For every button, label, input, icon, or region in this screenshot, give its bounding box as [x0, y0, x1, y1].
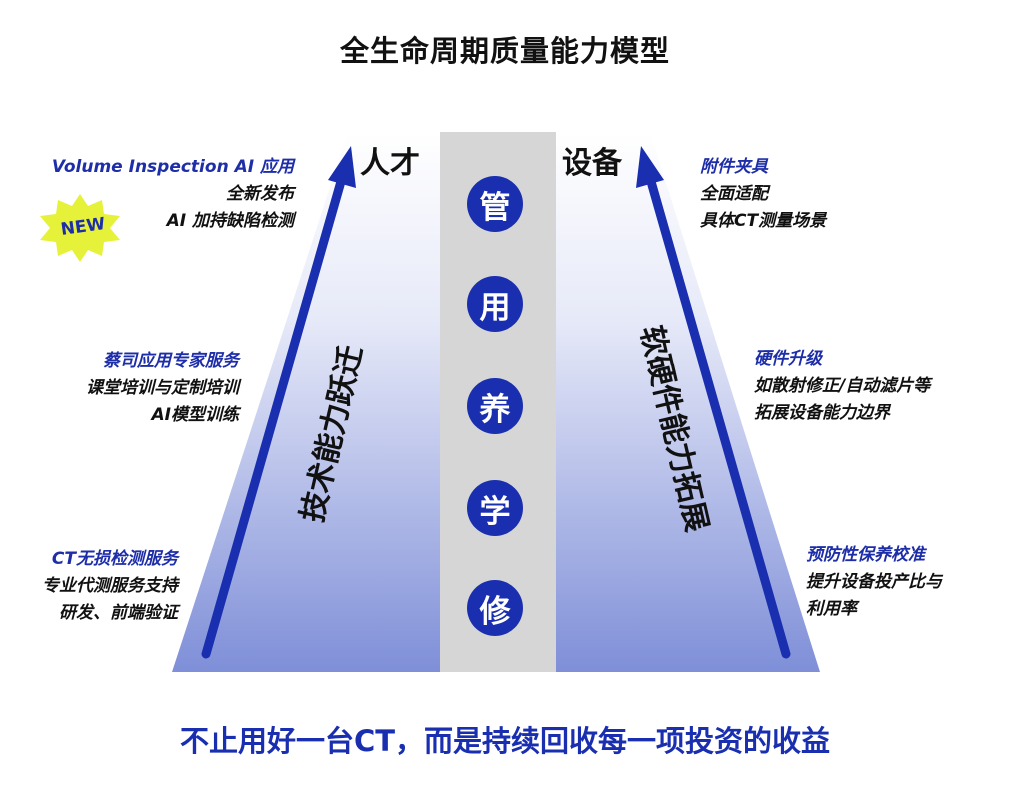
left-note-ai: Volume Inspection AI 应用 全新发布 AI 加持缺陷检测: [52, 154, 294, 235]
center-circle-repair: 修: [467, 580, 523, 636]
left-note-expert: 蔡司应用专家服务 课堂培训与定制培训 AI模型训练: [86, 348, 239, 429]
pillar-label-talent: 人才: [360, 146, 420, 181]
right-note-maintenance-line2: 利用率: [806, 599, 857, 619]
center-circle-manage: 管: [467, 176, 523, 232]
right-note-fixtures-line1: 全面适配: [700, 184, 768, 204]
center-circle-use: 用: [467, 276, 523, 332]
right-note-fixtures-line2: 具体CT测量场景: [700, 211, 827, 231]
center-circle-learn: 学: [467, 480, 523, 536]
left-note-ct-line2: 研发、前端验证: [59, 603, 178, 623]
right-note-maintenance-heading: 预防性保养校准: [806, 545, 925, 565]
left-note-ai-line1: 全新发布: [226, 184, 294, 204]
diagram-title: 全生命周期质量能力模型: [339, 34, 670, 68]
right-note-fixtures-heading: 附件夹具: [700, 157, 768, 177]
right-note-maintenance-line1: 提升设备投产比与: [806, 572, 942, 592]
left-note-ct-line1: 专业代测服务支持: [42, 576, 178, 596]
right-note-hardware: 硬件升级 如散射修正/自动滤片等 拓展设备能力边界: [754, 346, 930, 427]
right-note-fixtures: 附件夹具 全面适配 具体CT测量场景: [700, 154, 826, 235]
left-note-expert-line2: AI模型训练: [151, 405, 239, 425]
left-note-expert-line1: 课堂培训与定制培训: [86, 378, 239, 398]
right-note-hardware-heading: 硬件升级: [754, 349, 822, 369]
right-note-hardware-line2: 拓展设备能力边界: [754, 403, 890, 423]
slogan: 不止用好一台CT，而是持续回收每一项投资的收益: [179, 724, 831, 758]
left-note-ct-service: CT无损检测服务 专业代测服务支持 研发、前端验证: [42, 546, 178, 627]
left-arrow: [201, 146, 356, 659]
right-note-hardware-line1: 如散射修正/自动滤片等: [754, 376, 931, 396]
new-badge-star: [40, 194, 120, 262]
left-note-ct-heading: CT无损检测服务: [51, 549, 178, 569]
right-note-maintenance: 预防性保养校准 提升设备投产比与 利用率: [806, 542, 942, 623]
center-circle-maintain: 养: [467, 378, 523, 434]
left-note-ai-heading: Volume Inspection AI 应用: [51, 157, 294, 177]
left-note-ai-line2: AI 加持缺陷检测: [166, 211, 294, 231]
right-arrow: [636, 146, 791, 659]
left-note-expert-heading: 蔡司应用专家服务: [103, 351, 239, 371]
pillar-label-equipment: 设备: [562, 146, 622, 181]
